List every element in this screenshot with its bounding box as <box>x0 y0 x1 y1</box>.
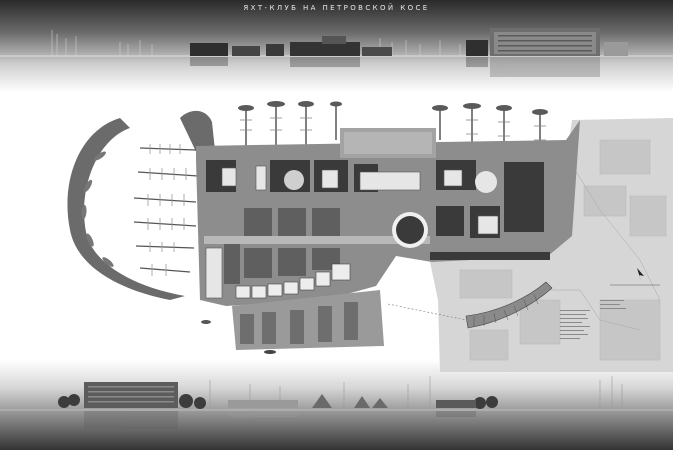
hotel-building <box>84 382 178 408</box>
curved-pier-bridge <box>387 281 553 329</box>
curved-building-row <box>235 263 351 299</box>
main-platform <box>196 120 580 306</box>
bottom-piers <box>201 290 384 354</box>
marina-pontoons <box>81 144 199 276</box>
top-skyline <box>0 28 673 77</box>
north-arrow-icon <box>637 268 644 281</box>
road <box>430 252 550 260</box>
page-title: ЯХТ-КЛУБ НА ПЕТРОВСКОЙ КОСЕ <box>243 4 430 12</box>
lawn-grid <box>224 208 340 284</box>
round-plaza <box>284 170 304 190</box>
city-block <box>430 118 673 372</box>
round-pavilion <box>475 171 497 193</box>
bottom-skyline <box>0 376 673 429</box>
breakwater <box>67 110 216 300</box>
promenade <box>204 236 430 244</box>
